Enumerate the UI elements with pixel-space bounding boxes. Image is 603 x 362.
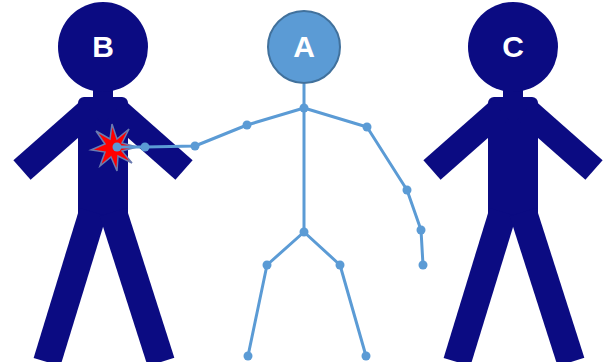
joint (417, 226, 426, 235)
figure-body-c (432, 85, 594, 362)
arm (116, 110, 184, 170)
joint (363, 123, 372, 132)
joint (300, 104, 309, 113)
joint (244, 352, 253, 361)
arms (117, 108, 423, 265)
joint (113, 143, 122, 152)
joint (419, 261, 428, 270)
figure-letter: A (293, 32, 315, 62)
figure-letter: B (92, 32, 114, 62)
figure-head: C (468, 2, 558, 92)
arm (432, 110, 500, 170)
joint (300, 228, 309, 237)
legs (248, 232, 366, 356)
joint (243, 121, 252, 130)
figure-head: A (267, 10, 341, 84)
figure-letter: C (502, 32, 524, 62)
joint (403, 186, 412, 195)
joint (263, 261, 272, 270)
arm (22, 110, 90, 170)
joint (191, 142, 200, 151)
leg (47, 212, 93, 362)
figure-body-b (22, 85, 184, 362)
leg (457, 212, 503, 362)
joint (141, 143, 150, 152)
joint (336, 261, 345, 270)
joint (362, 352, 371, 361)
figure-head: B (58, 2, 148, 92)
leg (523, 212, 571, 362)
skeleton-joints (113, 104, 428, 361)
arm (526, 110, 594, 170)
leg (113, 212, 161, 362)
skeleton-figure-a (117, 84, 423, 356)
